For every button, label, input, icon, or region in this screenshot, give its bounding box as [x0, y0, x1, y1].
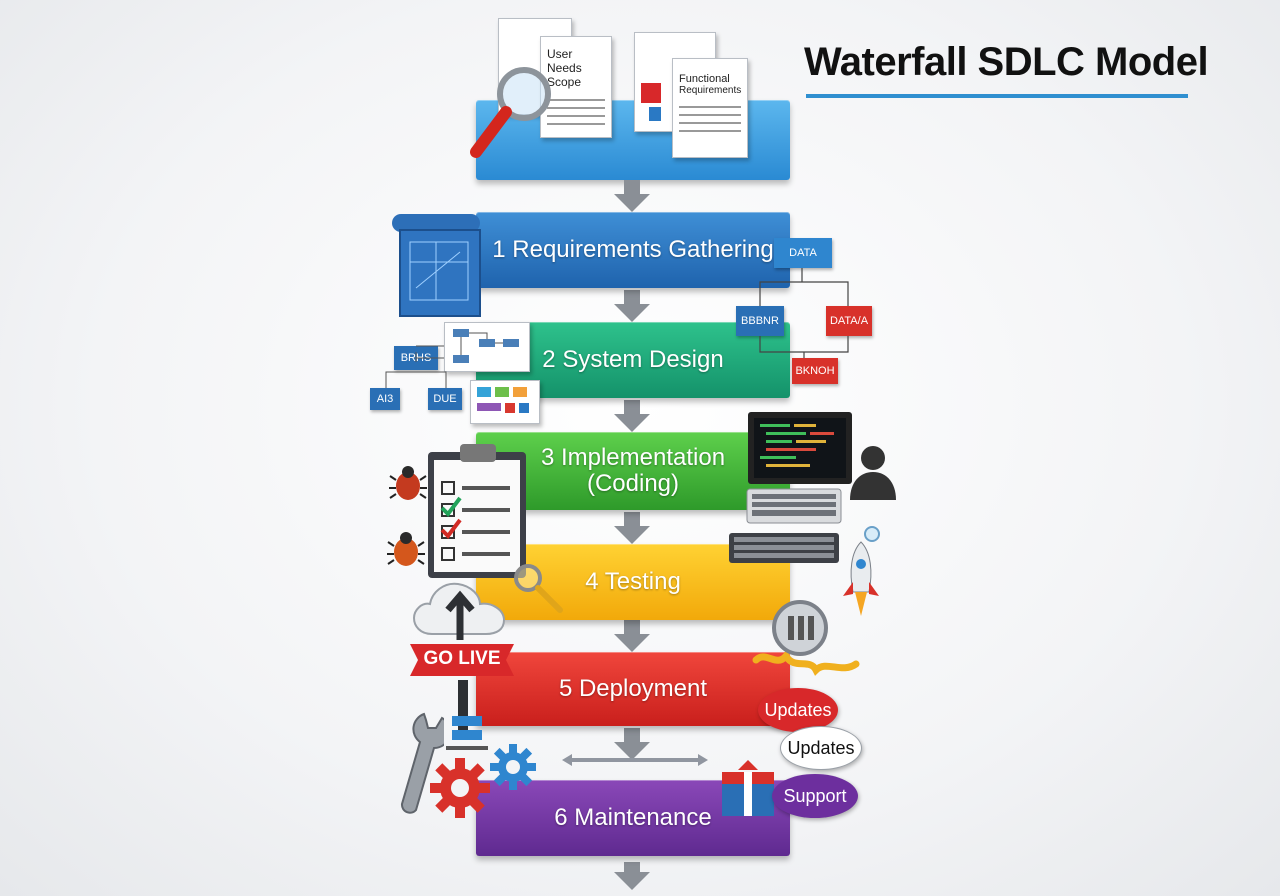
- cloud-upload-icon: [412, 582, 506, 640]
- down-arrow-icon: [614, 180, 650, 212]
- connector-lines: [759, 268, 849, 358]
- bubble-label: Updates: [764, 699, 832, 720]
- data-chip: DATA: [774, 238, 832, 268]
- down-arrow-icon: [614, 290, 650, 322]
- updates-bubble-white: Updates: [780, 726, 862, 770]
- phase-label: 4 Testing: [585, 567, 681, 595]
- rocket-icon: [843, 526, 880, 616]
- connector-lines: [385, 345, 447, 388]
- doc-functional-line1: Functional: [679, 73, 730, 85]
- phase-label: 6 Maintenance: [554, 803, 712, 831]
- user-needs-document-front: User Needs Scope: [540, 36, 612, 138]
- phase-label: 5 Deployment: [558, 674, 708, 702]
- doc-functional-line2: Requirements: [679, 85, 742, 96]
- flowchart-document: [444, 322, 530, 372]
- update-box-icon: [722, 760, 774, 816]
- blueprint-icon: [392, 214, 481, 317]
- server-badge-icon: [752, 600, 860, 676]
- support-bubble: Support: [772, 774, 858, 818]
- person-icon: [850, 446, 896, 500]
- magnifier-small-icon: [514, 564, 563, 613]
- down-arrow-icon: [614, 512, 650, 544]
- design-chip-right-red: DATA/A: [826, 306, 872, 336]
- phase-label: 2 System Design: [542, 345, 724, 373]
- deploy-cable: [458, 680, 468, 730]
- phase-deployment: 5 Deployment: [476, 652, 790, 726]
- design-chip-right-red2: BKNOH: [792, 358, 838, 384]
- updates-bubble-red: Updates: [758, 688, 838, 732]
- bubble-label: Updates: [787, 737, 855, 758]
- doc-user-needs-line2: Scope: [547, 75, 582, 89]
- down-arrow-icon: [614, 620, 650, 652]
- functional-requirements-document: Functional Requirements: [672, 58, 748, 158]
- design-chip-left2: AI3: [370, 388, 400, 410]
- phase-label: 1 Requirements Gathering: [492, 235, 774, 263]
- page-title: Waterfall SDLC Model: [804, 40, 1209, 84]
- down-arrow-icon: [614, 400, 650, 432]
- bubble-label: Support: [783, 785, 847, 806]
- phase-label: 3 Implementation: [540, 443, 726, 471]
- keyboard-icon: [729, 533, 839, 563]
- phase-sublabel: (Coding): [586, 470, 680, 497]
- keyboard-icon: [746, 488, 842, 524]
- clipboard-checklist-icon: [428, 444, 526, 578]
- wrench-icon: [400, 712, 444, 814]
- design-chip-right-blue: BBBNR: [736, 306, 784, 336]
- bug-icon: [387, 532, 425, 566]
- go-live-label: GO LIVE: [423, 648, 501, 669]
- bug-icon: [389, 466, 427, 500]
- go-live-banner: [410, 644, 514, 676]
- down-arrow-icon: [614, 728, 650, 760]
- gear-icon: [490, 744, 536, 790]
- ui-mockup-document: [470, 380, 540, 424]
- down-arrow-icon: [614, 862, 650, 890]
- code-monitor-icon: [748, 412, 852, 484]
- server-rack-icon: [446, 716, 488, 750]
- gear-icon: [430, 758, 490, 818]
- double-arrow-icon: [562, 754, 708, 766]
- magnifying-glass-icon: [470, 67, 551, 158]
- design-chip-left3: DUE: [428, 388, 462, 410]
- title-underline: [806, 94, 1188, 98]
- doc-user-needs-line1: User Needs: [547, 47, 582, 75]
- phase-implementation: 3 Implementation (Coding): [476, 432, 790, 510]
- phase-requirements-gathering: 1 Requirements Gathering: [476, 212, 790, 288]
